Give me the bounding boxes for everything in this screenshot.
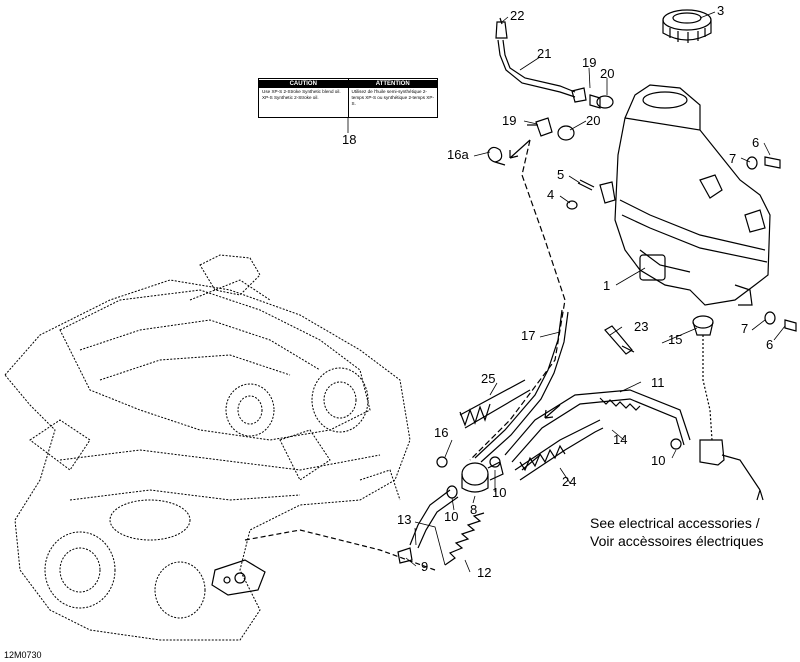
note-line-1: See electrical accessories / (590, 515, 760, 531)
engine-route (244, 529, 436, 571)
callout-16: 16 (434, 425, 449, 440)
callout-19-b: 19 (502, 113, 517, 128)
hose-24 (514, 419, 604, 481)
callout-9: 9 (421, 559, 429, 574)
callout-23: 23 (634, 319, 649, 334)
callout-10-b: 10 (492, 485, 507, 500)
spring-12 (444, 512, 485, 566)
callout-5: 5 (557, 167, 565, 182)
attention-text: Utilisez de l'huile semi-synthétique 2-t… (351, 89, 434, 106)
callout-20-a: 20 (600, 66, 615, 81)
clamp-10-a (446, 485, 458, 499)
level-sensor (692, 315, 764, 501)
callout-12: 12 (477, 565, 492, 580)
leader-lines (347, 11, 786, 573)
caution-title: CAUTION (259, 80, 348, 88)
callout-14: 14 (613, 432, 628, 447)
callout-13: 13 (397, 512, 412, 527)
callout-22: 22 (510, 8, 525, 23)
hose-25 (459, 379, 531, 429)
fitting-9 (397, 547, 413, 564)
pipe-11 (504, 389, 691, 463)
callout-16a: 16a (447, 147, 469, 162)
callout-10-c: 10 (651, 453, 666, 468)
arrow-3 (521, 454, 541, 471)
caution-text: Use XP-S 2-Stroke Synthetic blend oil. X… (262, 89, 341, 100)
hose-17-solid (474, 309, 569, 463)
oil-pump (211, 559, 266, 596)
clamp-16 (436, 456, 448, 468)
callout-20-b: 20 (586, 113, 601, 128)
attention-title: ATTENTION (348, 80, 437, 88)
spring-14 (599, 397, 641, 411)
callout-7-a: 7 (729, 151, 737, 166)
callout-25: 25 (481, 371, 496, 386)
caution-label-half: CAUTION Use XP-S 2-Stroke Synthetic blen… (259, 79, 348, 117)
clip-23 (604, 325, 635, 355)
clip-16a (487, 146, 506, 166)
fittings (527, 87, 797, 332)
clamp-10-c (670, 438, 682, 450)
callout-10-a: 10 (444, 509, 459, 524)
note-line-2: Voir accèssoires électriques (590, 533, 764, 549)
oil-tank (599, 84, 771, 306)
oil-filter-8 (461, 461, 504, 493)
attention-label-half: ATTENTION Utilisez de l'huile semi-synth… (347, 79, 437, 117)
callout-11: 11 (651, 375, 665, 390)
callout-21: 21 (537, 46, 552, 61)
callout-6-b: 6 (766, 337, 774, 352)
callout-19-a: 19 (582, 55, 597, 70)
callout-8: 8 (470, 502, 478, 517)
hose-13 (409, 489, 459, 549)
engine-assembly (4, 254, 411, 641)
callout-15: 15 (668, 332, 683, 347)
breather-hose (495, 17, 576, 98)
warning-label: CAUTION Use XP-S 2-Stroke Synthetic blen… (258, 78, 438, 118)
callout-1: 1 (603, 278, 611, 293)
callout-17: 17 (521, 328, 536, 343)
arrow-2 (544, 404, 561, 419)
arrow-1 (509, 139, 531, 159)
callout-3: 3 (717, 3, 725, 18)
diagram-code: 12M0730 (4, 650, 42, 660)
clamp-10-b (489, 456, 501, 468)
callout-18: 18 (342, 132, 357, 147)
callout-24: 24 (562, 474, 577, 489)
electrical-accessories-note: See electrical accessories / Voir accèss… (590, 514, 800, 550)
callout-7-b: 7 (741, 321, 749, 336)
callout-6-a: 6 (752, 135, 760, 150)
callout-4: 4 (547, 187, 555, 202)
tank-cap (662, 9, 712, 43)
